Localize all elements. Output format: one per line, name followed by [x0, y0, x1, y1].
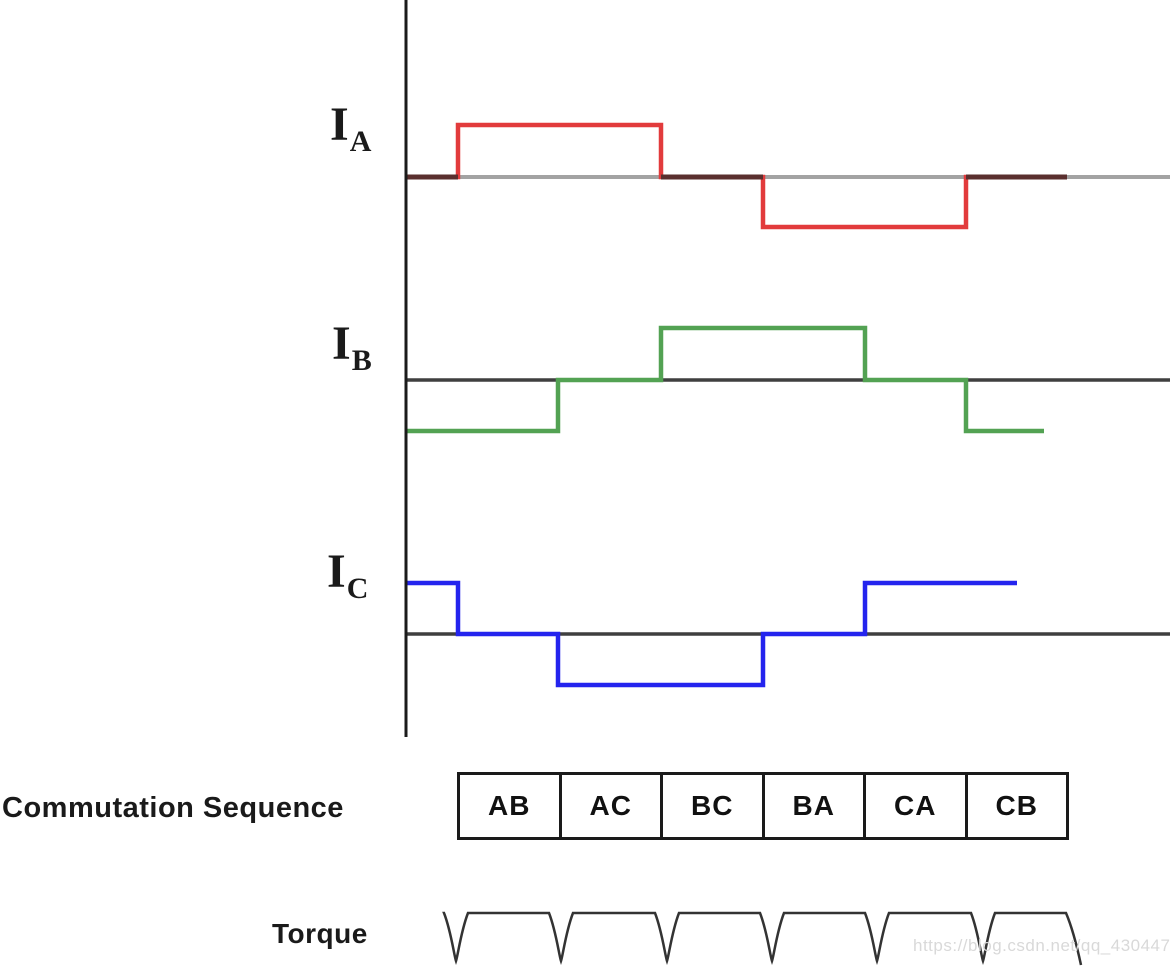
phase-c-subscript: C	[346, 572, 369, 605]
phase-b-subscript: B	[351, 344, 372, 377]
commutation-cell-CB: CB	[964, 775, 1067, 837]
waveform-IC	[406, 580, 1017, 688]
commutation-cell-AB: AB	[488, 790, 531, 821]
torque-waveform	[442, 911, 1083, 966]
phase-a-symbol: I	[330, 98, 349, 151]
commutation-cell-AC: AC	[558, 775, 661, 837]
commutation-cell-BA: BA	[761, 775, 864, 837]
phase-a-subscript: A	[349, 125, 372, 158]
torque-label: Torque	[272, 918, 368, 949]
watermark-url: https://blog.csdn.net/qq_43044705	[913, 936, 1170, 955]
phase-a-label: IA	[330, 101, 371, 157]
commutation-cell-CA: CA	[863, 775, 965, 837]
phase-c-label: IC	[327, 548, 368, 604]
waveform-IB	[406, 325, 1044, 434]
phase-c-symbol: I	[327, 545, 346, 598]
phase-b-symbol: I	[332, 317, 351, 370]
commutation-cell-BC: BC	[660, 775, 762, 837]
commutation-sequence-label: Commutation Sequence	[2, 792, 344, 824]
phase-b-label: IB	[332, 320, 372, 376]
